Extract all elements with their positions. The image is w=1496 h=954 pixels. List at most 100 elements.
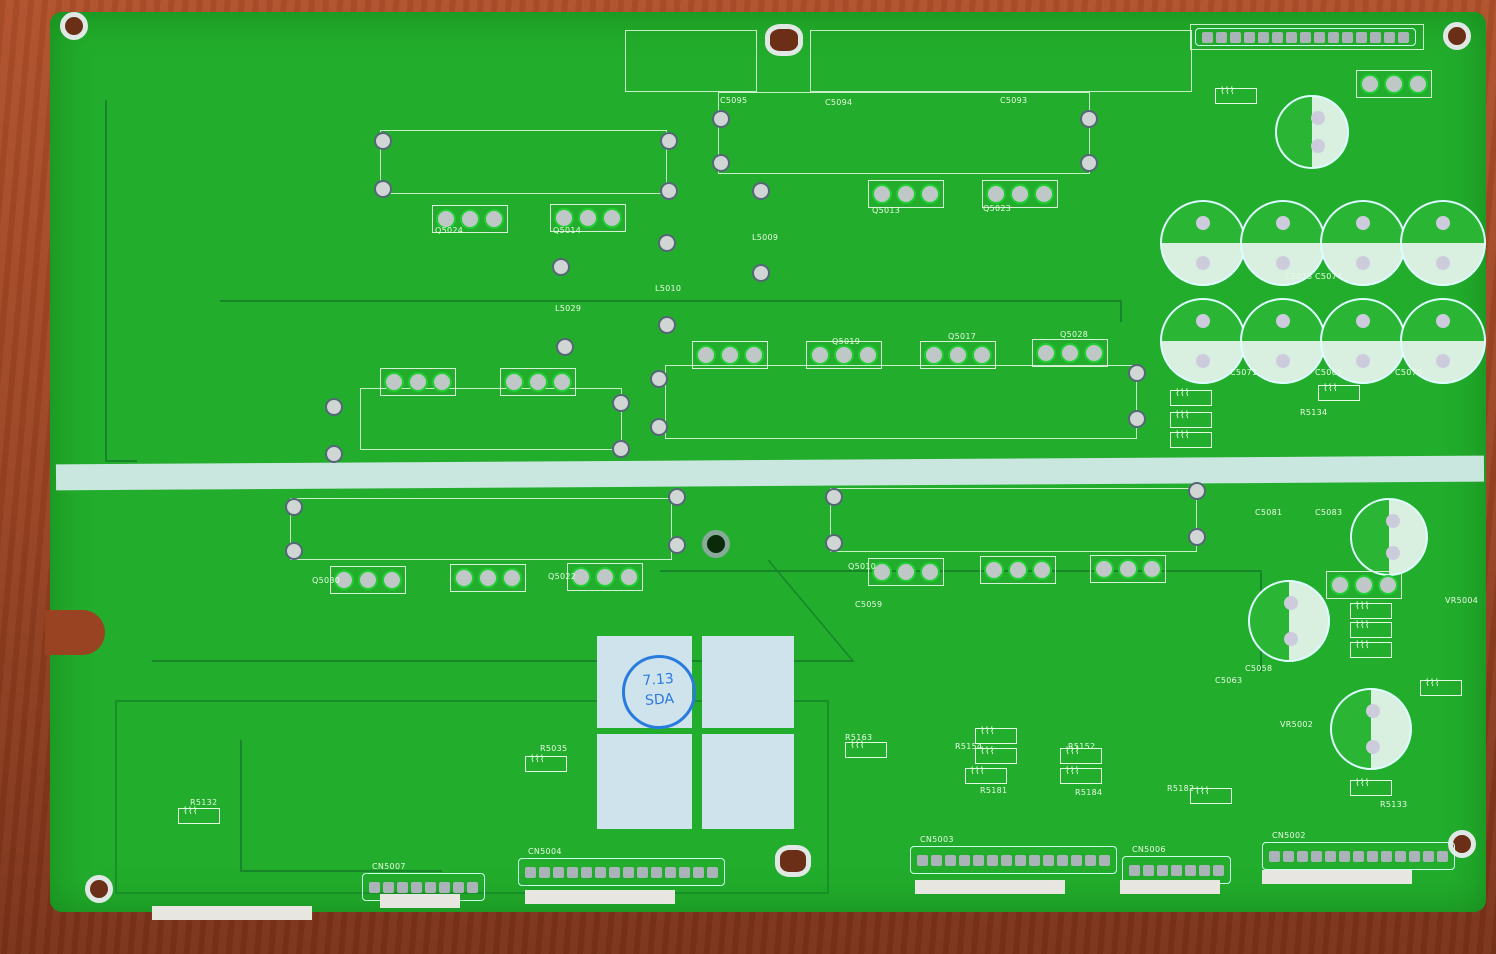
component-label: Q5019 xyxy=(832,337,861,346)
resistor-footprint xyxy=(525,754,567,772)
mounting-hole xyxy=(765,24,803,56)
electrolytic-capacitor xyxy=(1350,498,1428,576)
transistor-footprint xyxy=(550,204,626,232)
connector-pin xyxy=(1099,854,1110,866)
solder-pad xyxy=(554,208,574,228)
silkscreen-outline xyxy=(810,30,1192,92)
component-label: L5010 xyxy=(655,284,682,293)
connector-pin xyxy=(1085,854,1096,866)
solder-pad xyxy=(872,562,892,582)
component-label: C5058 xyxy=(1245,664,1273,673)
connector-pin xyxy=(1199,864,1210,876)
connector-pin xyxy=(637,866,648,878)
copper-trace xyxy=(220,300,1122,322)
solder-pad xyxy=(528,372,548,392)
solder-pad xyxy=(1128,364,1146,382)
transistor-footprint xyxy=(380,368,456,396)
component-label: VR5002 xyxy=(1280,720,1314,729)
solder-pad xyxy=(1354,575,1374,595)
transistor-footprint xyxy=(806,341,882,369)
connector-pin xyxy=(1423,850,1434,862)
solder-pad xyxy=(810,345,830,365)
connector-pin xyxy=(425,881,436,893)
connector-pin xyxy=(1269,850,1280,862)
connector-pin xyxy=(1244,31,1255,43)
transistor-footprint xyxy=(432,205,508,233)
connector-pin xyxy=(467,881,478,893)
component-label: C5094 xyxy=(825,98,853,107)
solder-pad xyxy=(834,345,854,365)
connector-pin xyxy=(707,866,718,878)
component-label: C5071 xyxy=(1230,368,1258,377)
component-label: R5163 xyxy=(845,733,873,742)
connector-pin xyxy=(411,881,422,893)
solder-pad xyxy=(374,132,392,150)
connector-pin xyxy=(383,881,394,893)
component-label: C5059 xyxy=(855,600,883,609)
transistor-footprint xyxy=(980,556,1056,584)
component-label: Q5013 xyxy=(872,206,901,215)
connector-label: CN5006 xyxy=(1132,845,1166,854)
solder-pad xyxy=(896,184,916,204)
solder-pad xyxy=(556,338,574,356)
component-label: VR5004 xyxy=(1445,596,1479,605)
connector-pin xyxy=(609,866,620,878)
connector-pin xyxy=(1272,31,1283,43)
component-label: L5029 xyxy=(555,304,582,313)
solder-pad xyxy=(948,345,968,365)
electrolytic-capacitor xyxy=(1160,298,1246,384)
resistor-footprint xyxy=(975,726,1017,744)
electrolytic-capacitor xyxy=(1248,580,1330,662)
white-header-plug xyxy=(380,894,460,908)
transistor-footprint xyxy=(450,564,526,592)
solder-pad xyxy=(1384,74,1404,94)
component-label: R5184 xyxy=(1075,788,1103,797)
copper-trace xyxy=(240,740,442,872)
solder-pad xyxy=(1008,560,1028,580)
connector-pin xyxy=(1029,854,1040,866)
silkscreen-outline xyxy=(830,488,1197,552)
connector-pin xyxy=(1325,850,1336,862)
solder-pad xyxy=(1330,575,1350,595)
connector-pin xyxy=(1143,864,1154,876)
stamp-text: SDA xyxy=(644,690,675,709)
electrolytic-capacitor xyxy=(1400,298,1486,384)
electrolytic-capacitor xyxy=(1330,688,1412,770)
resistor-footprint xyxy=(1420,678,1462,696)
mounting-hole xyxy=(85,875,113,903)
solder-pad xyxy=(744,345,764,365)
solder-pad xyxy=(858,345,878,365)
solder-pad xyxy=(285,498,303,516)
connector-pin xyxy=(959,854,970,866)
transistor-footprint xyxy=(330,566,406,594)
connector-pin xyxy=(945,854,956,866)
component-label: R5035 xyxy=(540,744,568,753)
connector-pin xyxy=(1311,850,1322,862)
component-label: R5181 xyxy=(980,786,1008,795)
resistor-footprint xyxy=(1170,388,1212,406)
connector-pin xyxy=(931,854,942,866)
component-label: R5152 xyxy=(1068,742,1096,751)
silkscreen-outline xyxy=(380,130,667,194)
electrolytic-capacitor xyxy=(1400,200,1486,286)
connector-pin xyxy=(1384,31,1395,43)
solder-pad xyxy=(285,542,303,560)
component-label: C5070 xyxy=(1395,368,1423,377)
connector-pin xyxy=(397,881,408,893)
connector-pin xyxy=(1409,850,1420,862)
silkscreen-outline xyxy=(290,498,672,560)
component-label: Q5023 xyxy=(983,204,1012,213)
component-label: C5081 xyxy=(1255,508,1283,517)
solder-pad xyxy=(1060,343,1080,363)
solder-pad xyxy=(384,372,404,392)
component-label: R5132 xyxy=(190,798,218,807)
solder-pad xyxy=(484,209,504,229)
solder-pad xyxy=(1142,559,1162,579)
solder-pad xyxy=(920,562,940,582)
connector-label: CN5007 xyxy=(372,862,406,871)
connector-pin xyxy=(1356,31,1367,43)
solder-pad xyxy=(896,562,916,582)
component-label: Q5024 xyxy=(435,226,464,235)
solder-pad xyxy=(619,567,639,587)
solder-pad xyxy=(1094,559,1114,579)
